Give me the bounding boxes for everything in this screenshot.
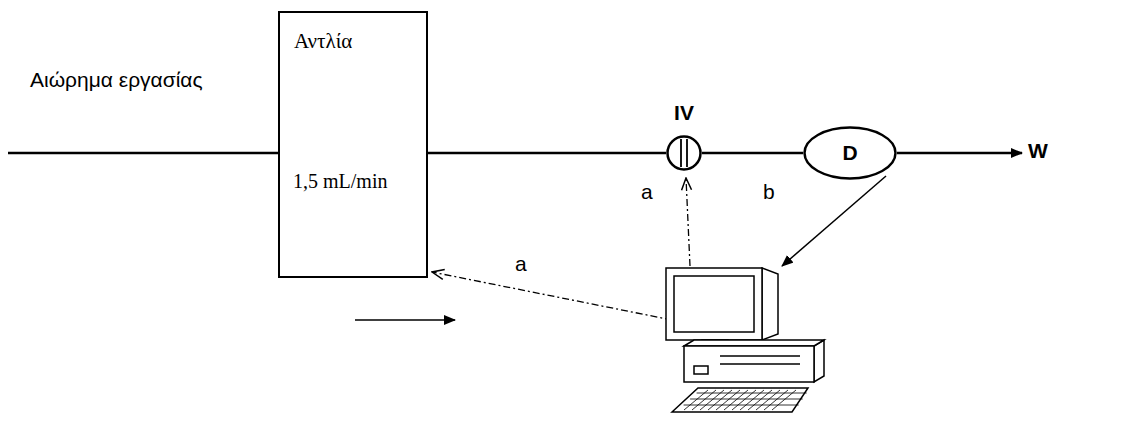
waste-label: W	[1028, 139, 1048, 163]
detector-ellipse: D	[803, 126, 897, 180]
signal-letter: b	[763, 180, 775, 204]
pump-box: Αντλία 1,5 mL/min	[278, 11, 428, 278]
valve-label: IV	[674, 101, 694, 125]
waste-arrow	[897, 152, 1022, 155]
flow-rate: 1,5 mL/min	[293, 170, 387, 193]
flow-direction-arrow	[355, 319, 455, 321]
input-label: Αιώρημα εργασίας	[30, 68, 203, 92]
control-line	[432, 272, 672, 320]
injection-valve: IV	[666, 135, 702, 171]
flow-line	[428, 152, 666, 155]
pump-title: Αντλία	[294, 29, 352, 54]
injection-valve-outline	[666, 135, 702, 171]
computer-symbol	[666, 268, 824, 412]
signal-line	[782, 176, 886, 266]
flow-line	[702, 152, 803, 155]
signal-letter: a	[641, 180, 653, 204]
control-line	[686, 178, 690, 266]
signal-letter: a	[515, 252, 527, 276]
detector-label: D	[842, 141, 857, 165]
